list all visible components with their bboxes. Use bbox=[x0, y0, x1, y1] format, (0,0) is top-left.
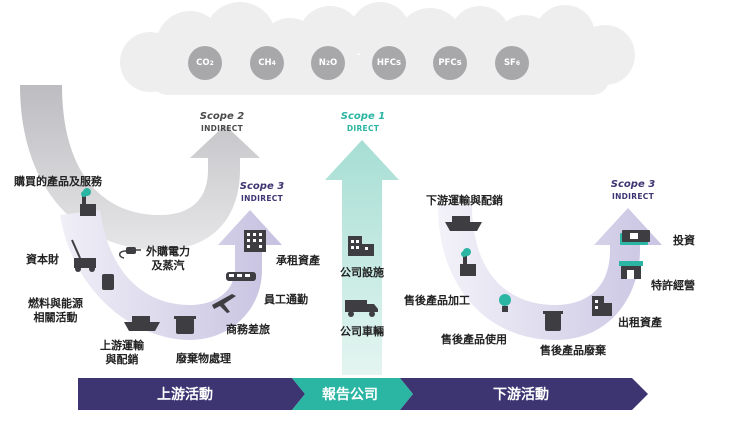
scope3-downstream-title: Scope 3 bbox=[610, 179, 656, 190]
scope3-downstream-label: Scope 3 INDIRECT bbox=[603, 179, 663, 203]
footer-upstream: 上游活動 bbox=[157, 387, 213, 403]
truck-icon bbox=[345, 300, 378, 317]
label-leased-assets-out: 出租資產 bbox=[618, 316, 662, 329]
ship-icon bbox=[124, 316, 160, 331]
label-purchased-electricity: 外購電力 及蒸汽 bbox=[146, 245, 190, 272]
activity-footer-bar bbox=[78, 378, 648, 410]
cloud-background bbox=[120, 2, 635, 95]
label-upstream-transport: 上游運輸 與配銷 bbox=[100, 339, 144, 366]
label-employee-commuting: 員工通勤 bbox=[264, 293, 308, 306]
label-use-of-products: 售後產品使用 bbox=[441, 333, 507, 346]
label-company-vehicles: 公司車輛 bbox=[340, 325, 384, 338]
footer-downstream: 下游活動 bbox=[493, 387, 549, 403]
crane-truck-icon bbox=[71, 239, 96, 272]
recycle-bin-icon bbox=[543, 311, 563, 331]
money-icon bbox=[620, 230, 650, 245]
label-capital-goods: 資本財 bbox=[26, 253, 59, 266]
scope3-upstream-label: Scope 3 INDIRECT bbox=[232, 181, 292, 205]
company-building-icon bbox=[348, 236, 374, 256]
scope1-title: Scope 1 bbox=[340, 111, 386, 122]
scope3-downstream-subtitle: INDIRECT bbox=[611, 192, 654, 201]
label-business-travel: 商務差旅 bbox=[226, 323, 270, 336]
processing-factory-icon bbox=[460, 248, 476, 276]
label-purchased-goods: 購買的產品及服務 bbox=[14, 175, 102, 188]
label-waste: 廢棄物處理 bbox=[176, 352, 231, 365]
label-end-of-life: 售後產品廢棄 bbox=[540, 344, 606, 357]
train-icon bbox=[226, 272, 256, 281]
downstream-ship-icon bbox=[445, 216, 482, 231]
barrel-icon bbox=[102, 274, 114, 290]
waste-bin-icon bbox=[174, 316, 196, 334]
scope3-upstream-title: Scope 3 bbox=[239, 181, 285, 192]
label-downstream-transport: 下游運輸與配銷 bbox=[426, 194, 503, 207]
scope2-arrow bbox=[20, 85, 260, 250]
scope2-subtitle: INDIRECT bbox=[200, 124, 243, 133]
plug-icon bbox=[119, 247, 141, 259]
airplane-icon bbox=[212, 294, 236, 313]
scope2-label: Scope 2 INDIRECT bbox=[192, 111, 252, 135]
building-icon bbox=[244, 230, 266, 252]
scope1-arrow bbox=[325, 140, 399, 375]
light-bulb-icon bbox=[499, 294, 511, 312]
label-company-facilities: 公司設施 bbox=[340, 266, 384, 279]
label-investments: 投資 bbox=[673, 234, 695, 247]
label-fuel-energy: 燃料與能源 相關活動 bbox=[28, 297, 83, 324]
gas-hfcs: HFCs bbox=[372, 46, 406, 80]
gas-pfcs: PFCs bbox=[433, 46, 467, 80]
shop-icon bbox=[619, 261, 643, 279]
label-processing: 售後產品加工 bbox=[404, 294, 470, 307]
factory-icon bbox=[80, 188, 96, 216]
label-franchises: 特許經營 bbox=[651, 279, 695, 292]
footer-reporting-company: 報告公司 bbox=[322, 387, 378, 403]
scope1-label: Scope 1 DIRECT bbox=[333, 111, 393, 135]
scope2-title: Scope 2 bbox=[199, 111, 245, 122]
scope3-upstream-subtitle: INDIRECT bbox=[240, 194, 283, 203]
label-leased-assets: 承租資產 bbox=[276, 254, 320, 267]
scope1-subtitle: DIRECT bbox=[346, 124, 380, 133]
leased-building-icon bbox=[592, 296, 612, 316]
